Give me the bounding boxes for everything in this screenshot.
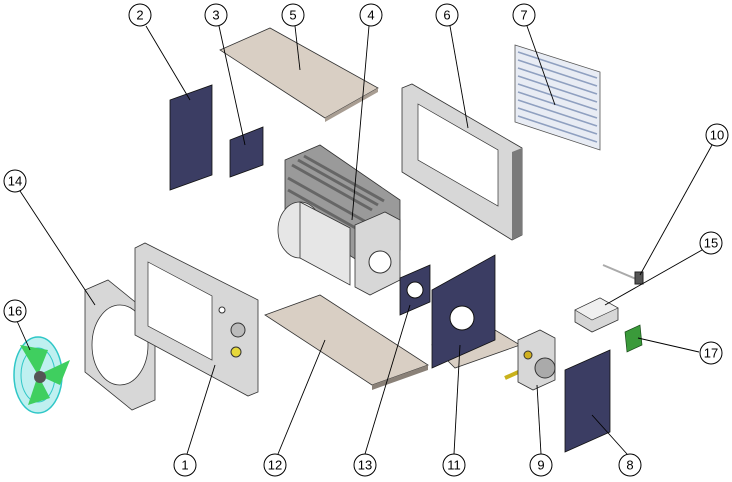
part-3-small-panel — [229, 126, 264, 178]
callout-11: 11 — [442, 453, 466, 477]
svg-text:9: 9 — [537, 458, 544, 473]
svg-text:13: 13 — [358, 458, 372, 473]
svg-text:1: 1 — [181, 458, 188, 473]
callout-6: 6 — [435, 3, 459, 27]
callout-3: 3 — [204, 3, 228, 27]
svg-text:4: 4 — [367, 8, 374, 23]
callout-8: 8 — [618, 453, 642, 477]
svg-text:12: 12 — [268, 458, 282, 473]
callout-1: 1 — [173, 453, 197, 477]
svg-text:14: 14 — [8, 174, 22, 189]
callout-17: 17 — [699, 341, 723, 365]
part-4-heat-exchanger — [277, 144, 401, 296]
svg-text:8: 8 — [626, 458, 633, 473]
callout-10: 10 — [705, 123, 729, 147]
svg-text:2: 2 — [136, 8, 143, 23]
part-16-fan — [13, 336, 70, 414]
svg-text:7: 7 — [520, 8, 527, 23]
svg-text:15: 15 — [704, 236, 718, 251]
svg-text:16: 16 — [8, 304, 22, 319]
svg-text:3: 3 — [212, 8, 219, 23]
callout-5: 5 — [281, 3, 305, 27]
callout-14: 14 — [3, 169, 27, 193]
part-8-side-panel — [564, 349, 611, 453]
callout-9: 9 — [529, 453, 553, 477]
leader-lines — [16, 25, 713, 455]
part-1-rear-frame — [134, 242, 259, 397]
callout-12: 12 — [263, 453, 287, 477]
callout-13: 13 — [353, 453, 377, 477]
svg-text:5: 5 — [289, 8, 296, 23]
svg-text:11: 11 — [447, 458, 461, 473]
part-11-burner-plate — [431, 254, 521, 369]
callout-2: 2 — [128, 3, 152, 27]
part-7-grille — [514, 44, 601, 151]
part-10-sensor-probe — [602, 264, 644, 285]
callout-16: 16 — [3, 299, 27, 323]
part-6-front-frame — [401, 83, 523, 241]
callout-4: 4 — [359, 3, 383, 27]
callout-7: 7 — [512, 3, 536, 27]
part-15-control-box — [574, 297, 619, 333]
svg-text:10: 10 — [710, 128, 724, 143]
svg-text:6: 6 — [443, 8, 450, 23]
svg-text:17: 17 — [704, 346, 718, 361]
part-17-circuit-board — [624, 324, 643, 353]
part-2-side-panel — [169, 84, 213, 191]
part-5-top-plate — [219, 27, 379, 122]
callout-15: 15 — [699, 231, 723, 255]
part-13-gasket-plate — [399, 264, 431, 316]
part-9-burner — [504, 329, 556, 391]
